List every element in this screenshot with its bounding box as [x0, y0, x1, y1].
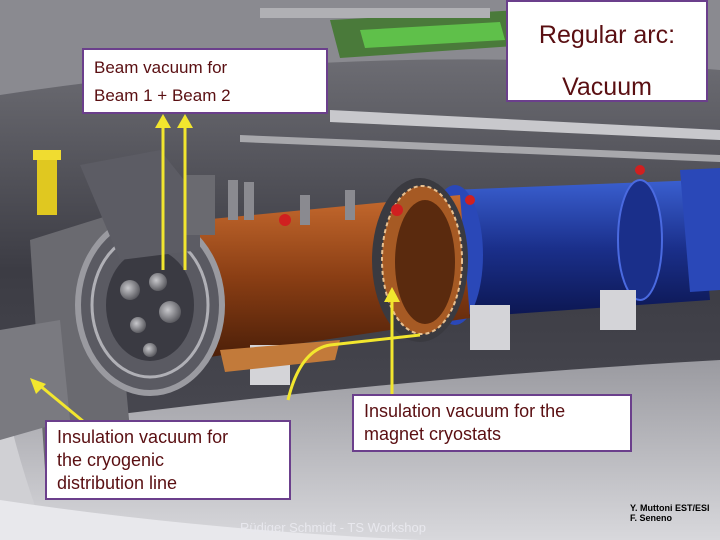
beam-2-arrowhead	[177, 114, 193, 128]
beam-vacuum-line-2: Beam 1 + Beam 2	[94, 86, 231, 105]
cryogenic-label-line-2: the cryogenic	[57, 450, 165, 470]
slide-footer: Rüdiger Schmidt - TS Workshop	[240, 520, 426, 535]
beam-vacuum-label: Beam vacuum for Beam 1 + Beam 2	[82, 48, 328, 114]
magnet-arrowhead	[384, 287, 400, 302]
magnet-label-line-1: Insulation vacuum for the	[364, 401, 566, 421]
regular-arc-label: Regular arc: Vacuum	[506, 0, 708, 102]
cryogenic-label-line-1: Insulation vacuum for	[57, 427, 229, 447]
regular-arc-line-1: Regular arc:	[538, 21, 676, 49]
tunnel-front-ring	[0, 500, 420, 540]
cryogenic-line-label: Insulation vacuum for the cryogenic dist…	[45, 420, 291, 500]
support-stands	[220, 290, 636, 385]
copper-cryostat	[180, 178, 470, 360]
credit-line-2: F. Seneno	[630, 513, 673, 523]
cryogenic-arrowhead	[30, 378, 46, 394]
cryogenic-distribution-line	[0, 150, 225, 470]
ceiling-cable-trays	[240, 8, 720, 162]
yellow-cable	[286, 333, 421, 401]
yellow-vent-pipe	[33, 150, 61, 215]
image-credits: Y. Muttoni EST/ESI F. Seneno	[630, 503, 710, 523]
magnet-label-line-2: magnet cryostats	[364, 424, 502, 444]
regular-arc-line-2: Vacuum	[562, 73, 652, 101]
magnet-cryostat-label: Insulation vacuum for the magnet cryosta…	[352, 394, 632, 452]
cryogenic-label-line-3: distribution line	[57, 473, 178, 493]
beam-vacuum-line-1: Beam vacuum for	[94, 58, 228, 77]
blue-cryostat	[427, 168, 720, 325]
cryostat-valves	[228, 165, 645, 226]
credit-line-1: Y. Muttoni EST/ESI	[630, 503, 710, 513]
beam-1-arrowhead	[155, 114, 171, 128]
